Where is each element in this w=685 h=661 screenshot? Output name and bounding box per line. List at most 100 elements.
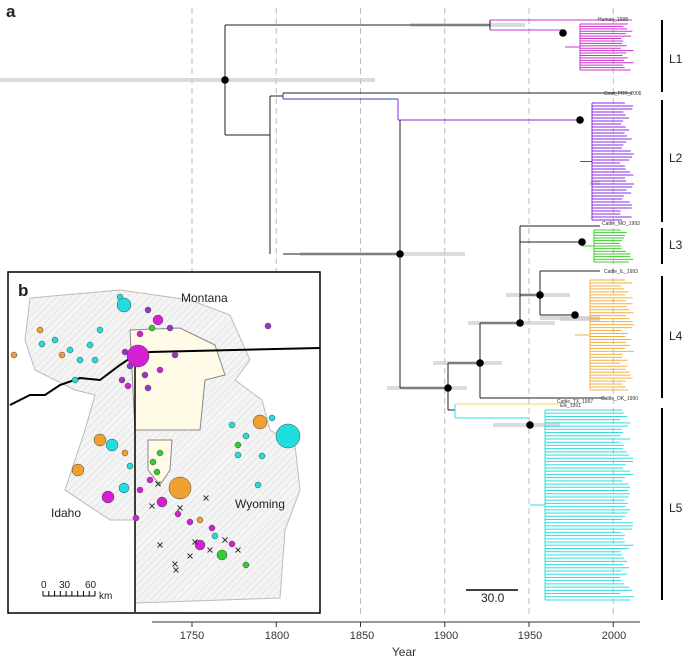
sample-circle: [10, 351, 18, 359]
hpd-bar: [560, 317, 600, 321]
lineage-label-l1: L1: [669, 52, 683, 66]
sample-circle: [254, 481, 262, 489]
support-node: [578, 238, 586, 246]
sample-circle: [186, 518, 194, 526]
x-axis: [152, 621, 640, 627]
sample-circle: [166, 324, 174, 332]
sample-circle: [141, 371, 149, 379]
sample-circle: [168, 476, 192, 500]
lineage-label-l4: L4: [669, 329, 683, 343]
sample-circle: [51, 336, 59, 344]
national-park: [129, 327, 226, 431]
sample-circle: [136, 486, 144, 494]
support-node: [396, 250, 404, 258]
sample-circle: [148, 324, 156, 332]
sample-circle: [196, 516, 204, 524]
panel-b-letter: b: [18, 281, 29, 300]
sample-circle: [136, 330, 144, 338]
map-scale-tick-label: 60: [85, 580, 97, 591]
sample-circle: [152, 314, 164, 326]
x-tick-label: 1950: [517, 630, 543, 642]
lineage-label-l3: L3: [669, 238, 683, 252]
sample-circle: [242, 432, 250, 440]
support-node: [444, 384, 452, 392]
tip-label-goat: Goat_PRT_2006: [604, 91, 642, 97]
support-node: [476, 359, 484, 367]
sample-circle: [156, 366, 164, 374]
sample-circle: [216, 549, 228, 561]
sample-circle: [116, 297, 132, 313]
map-scale-tick-label: 0: [41, 580, 47, 591]
sample-circle: [208, 524, 216, 532]
sample-circle: [126, 362, 134, 370]
sample-circle: [91, 356, 99, 364]
map-scale-unit: km: [99, 591, 113, 602]
sample-circle: [58, 351, 66, 359]
sample-circle: [132, 514, 140, 522]
sample-cross: [222, 537, 228, 543]
tip-label-elk: Elk_1991: [560, 403, 581, 409]
support-node: [526, 421, 534, 429]
sample-circle: [156, 496, 168, 508]
sample-circle: [121, 449, 129, 457]
sample-circle: [144, 306, 152, 314]
sample-circle: [66, 346, 74, 354]
sample-circle: [93, 433, 107, 447]
map-scale-tick-label: 30: [59, 580, 71, 591]
sample-circle: [275, 423, 301, 449]
map-inset: [7, 271, 321, 614]
panel-a-letter: a: [6, 2, 16, 21]
lineage-label-l2: L2: [669, 151, 683, 165]
sample-cross: [177, 505, 183, 511]
map-label-idaho: Idaho: [51, 506, 82, 520]
sample-cross: [173, 567, 179, 573]
x-tick-label: 2000: [601, 630, 627, 642]
sample-circle: [38, 340, 46, 348]
sample-circle: [268, 414, 276, 422]
sample-circle: [96, 326, 104, 334]
sample-cross: [172, 561, 178, 567]
x-tick-label: 1800: [264, 630, 290, 642]
sample-circle: [149, 458, 157, 466]
sample-circle: [252, 414, 268, 430]
sample-circle: [121, 348, 129, 356]
sample-circle: [118, 482, 130, 494]
sample-cross: [192, 539, 198, 545]
tip-label-human: Human_1998: [598, 17, 629, 23]
support-node: [516, 319, 524, 327]
sample-circle: [228, 540, 236, 548]
sample-circle: [36, 326, 44, 334]
sample-circle: [71, 376, 79, 384]
sample-cross: [207, 547, 213, 553]
sample-circle: [153, 468, 161, 476]
sample-cross: [187, 553, 193, 559]
x-tick-label: 1850: [349, 630, 375, 642]
sample-circle: [264, 322, 272, 330]
tip-label-cattle-il: Cattle_IL_1993: [604, 269, 638, 275]
sample-circle: [86, 341, 94, 349]
sample-circle: [126, 462, 134, 470]
support-node: [536, 291, 544, 299]
sample-cross: [157, 542, 163, 548]
support-node: [221, 76, 229, 84]
sample-circle: [234, 441, 242, 449]
supported-nodes: [221, 29, 586, 429]
sample-cross: [203, 495, 209, 501]
sample-circle: [228, 421, 236, 429]
support-node: [559, 29, 567, 37]
map-label-montana: Montana: [181, 291, 228, 305]
scale-bar-label: 30.0: [481, 591, 505, 605]
tip-label-cattle-tx: Cattle_TX_1997: [557, 399, 594, 405]
hpd-bar: [590, 181, 600, 185]
sample-circle: [101, 490, 115, 504]
x-tick-label: 1750: [179, 630, 205, 642]
sample-circle: [71, 463, 85, 477]
sample-circle: [156, 449, 164, 457]
sample-cross: [235, 547, 241, 553]
sample-circle: [174, 510, 182, 518]
tip-label-cattle-mo: Cattle_MO_1993: [602, 221, 640, 227]
sample-circle: [76, 356, 84, 364]
sample-circle: [242, 561, 250, 569]
phylogenetic-tree: [224, 19, 634, 601]
